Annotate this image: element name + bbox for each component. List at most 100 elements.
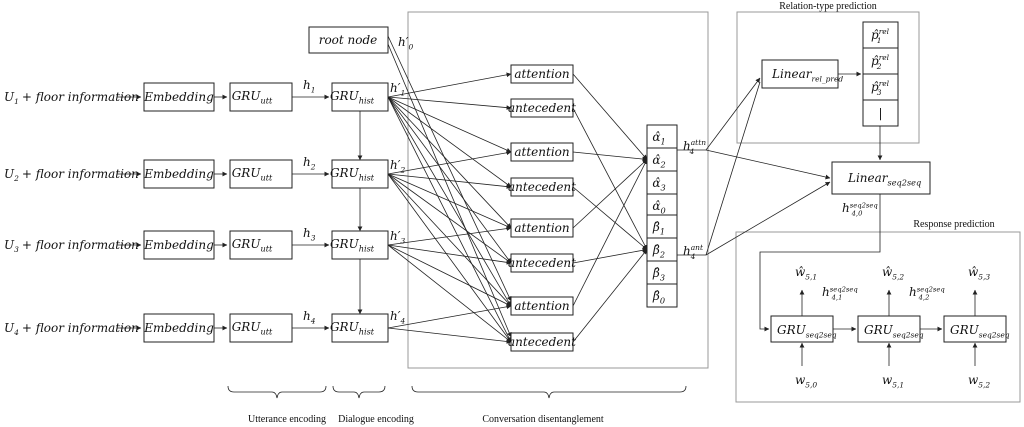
gru-utt-label: GRUutt	[232, 320, 273, 337]
caption-conversation-disentanglement: Conversation disentanglement	[482, 414, 604, 425]
response-title: Response prediction	[913, 219, 994, 230]
connector-line	[387, 173, 512, 189]
gru-hist-box-2	[331, 159, 389, 189]
embedding-label: Embedding	[143, 321, 214, 335]
gru-hist-label: GRUhist	[330, 237, 375, 254]
embedding-label: Embedding	[143, 90, 214, 104]
embedding-box-4	[143, 313, 215, 343]
connector-line	[677, 81, 761, 256]
connector-line	[572, 247, 648, 264]
gru-hist-box-4	[331, 313, 389, 343]
connector-line	[387, 173, 512, 343]
h-prime-label-0: h′0	[398, 35, 413, 51]
antecedent-box-1	[510, 98, 574, 118]
attention-box-2	[510, 142, 574, 162]
connector-line	[387, 327, 512, 344]
w-out-label-5,1: ŵ5,1	[795, 265, 817, 281]
antecedent-label: antecedent	[508, 335, 576, 349]
connector-line	[572, 249, 648, 343]
antecedent-label: antecedent	[508, 256, 576, 270]
w-out-label-5,2: ŵ5,2	[882, 265, 904, 281]
attention-box-3	[510, 218, 574, 238]
alpha-label-2: α̂2	[652, 153, 665, 170]
root-node-label: root node	[319, 33, 378, 47]
caption-utterance-encoding: Utterance encoding	[248, 414, 326, 425]
connector-line	[387, 173, 512, 264]
connector-line	[572, 186, 648, 250]
connector-line	[387, 72, 512, 98]
h-label-4: h4	[303, 309, 316, 325]
attention-label: attention	[514, 145, 569, 159]
w-in-label-5,2: w5,2	[968, 373, 990, 389]
attention-label: attention	[514, 221, 569, 235]
connector-line	[572, 159, 648, 229]
beta-label-0: β̂0	[652, 289, 665, 306]
connector-line	[387, 96, 512, 188]
gru-seq2seq-box-2	[857, 315, 921, 343]
beta-label-1: β̂1	[652, 220, 665, 237]
connector-line	[705, 181, 831, 256]
embedding-label: Embedding	[143, 238, 214, 252]
linear-seq2seq-label: Linearseq2seq	[847, 171, 921, 188]
connector-line	[387, 244, 512, 265]
gru-seq2seq-box-3	[943, 315, 1007, 343]
input-label-2: U2+ floor information	[4, 167, 139, 183]
gru-utt-label: GRUutt	[232, 166, 273, 183]
relation-title: Relation-type prediction	[779, 1, 876, 12]
w-in-label-5,1: w5,1	[882, 373, 904, 389]
gru-hist-label: GRUhist	[330, 89, 375, 106]
gru-utt-label: GRUutt	[232, 89, 273, 106]
beta-label-2: β̂2	[652, 243, 665, 260]
relation-pane	[736, 11, 920, 144]
h-prime-label-3: h′3	[390, 229, 405, 245]
p-rel-cell-more	[862, 99, 899, 127]
w-out-label-5,3: ŵ5,3	[968, 265, 990, 281]
antecedent-box-2	[510, 177, 574, 197]
connector-line	[387, 96, 512, 307]
connector-line	[387, 35, 512, 302]
gru-utt-label: GRUutt	[232, 237, 273, 254]
connector-line	[387, 96, 512, 110]
disentanglement-pane	[407, 11, 709, 369]
h-label-3: h3	[303, 226, 316, 242]
gru-utt-box-2	[229, 159, 293, 189]
h-label-2: h2	[303, 155, 316, 171]
connector-line	[387, 96, 512, 229]
input-label-4: U4+ floor information	[4, 321, 139, 337]
connector-line	[572, 159, 648, 307]
connector-line	[387, 226, 512, 246]
h-prime-label-2: h′2	[390, 158, 405, 174]
gru-seq2seq-label: GRUseq2seq	[864, 323, 924, 339]
antecedent-box-3	[510, 253, 574, 273]
connector-line	[387, 173, 512, 229]
caption-dialogue-encoding: Dialogue encoding	[338, 414, 414, 425]
connector-line	[387, 304, 512, 329]
antecedent-label: antecedent	[508, 180, 576, 194]
connector-line	[387, 244, 512, 343]
attention-label: attention	[514, 67, 569, 81]
embedding-box-2	[143, 159, 215, 189]
attention-box-1	[510, 64, 574, 84]
w-in-label-5,0: w5,0	[795, 373, 817, 389]
connections	[117, 35, 978, 366]
h-prime-label-1: h′1	[390, 81, 405, 97]
beta-label-3: β̂3	[652, 266, 665, 283]
gru-seq2seq-label: GRUseq2seq	[950, 323, 1010, 339]
input-label-1: U1+ floor information	[4, 90, 139, 106]
attention-box-4	[510, 296, 574, 316]
gru-hist-label: GRUhist	[330, 166, 375, 183]
response-pane	[735, 231, 1021, 403]
attention-label: attention	[514, 299, 569, 313]
alpha-label-3: α̂3	[652, 176, 665, 193]
alpha-label-0: α̂0	[652, 199, 665, 216]
root-node-box	[308, 26, 389, 54]
